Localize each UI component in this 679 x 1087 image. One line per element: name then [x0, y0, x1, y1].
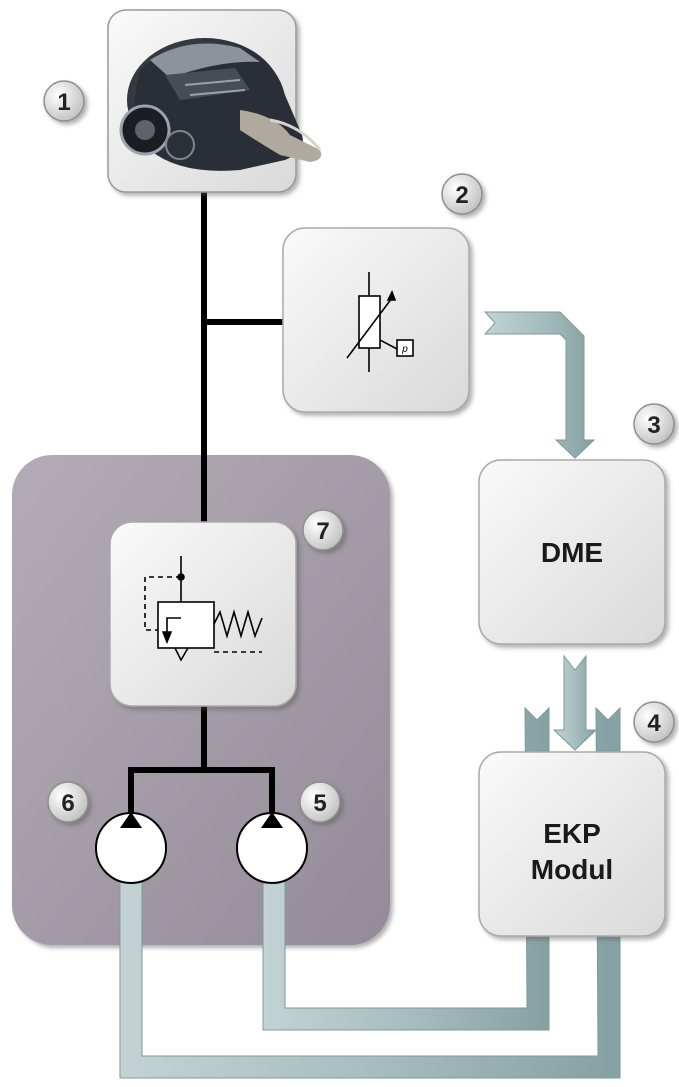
badge-3-label: 3 — [647, 412, 660, 439]
signal-line-sensor-to-dme — [483, 311, 596, 459]
badge-5: 5 — [299, 781, 341, 823]
dme-box: DME — [478, 459, 666, 645]
badge-2: 2 — [441, 173, 483, 215]
badge-3: 3 — [633, 403, 675, 445]
badge-2-label: 2 — [455, 182, 468, 209]
badge-1-label: 1 — [57, 89, 70, 116]
badge-7-label: 7 — [316, 518, 329, 545]
badge-4-label: 4 — [647, 710, 661, 737]
signal-line-dme-to-ekp — [552, 654, 598, 751]
badge-6: 6 — [47, 781, 89, 823]
signal-lines — [119, 311, 621, 1079]
pressure-sensor-p-label: p — [401, 344, 408, 355]
ekp-label-line2: Modul — [531, 854, 613, 885]
fuel-lines — [128, 187, 286, 818]
pressure-valve-icon — [144, 556, 263, 662]
badge-5-label: 5 — [313, 790, 326, 817]
dme-label: DME — [541, 537, 603, 568]
badge-4: 4 — [633, 701, 675, 743]
badge-1: 1 — [43, 80, 85, 122]
badges: 1 2 3 4 5 6 7 — [43, 80, 675, 823]
badge-7: 7 — [302, 509, 344, 551]
pump-6 — [95, 812, 167, 884]
engine-box — [107, 9, 322, 193]
ekp-label-line1: EKP — [543, 818, 601, 849]
ekp-module-box: EKP Modul — [478, 751, 666, 937]
pump-6-arrow-icon — [120, 812, 142, 828]
pump-5-arrow-icon — [261, 812, 283, 828]
pressure-sensor-box: p — [282, 227, 470, 413]
pressure-sensor-icon — [346, 272, 414, 372]
badge-6-label: 6 — [61, 790, 74, 817]
pump-5 — [236, 812, 308, 884]
pressure-valve-box — [109, 521, 297, 707]
engine-icon — [119, 38, 322, 171]
